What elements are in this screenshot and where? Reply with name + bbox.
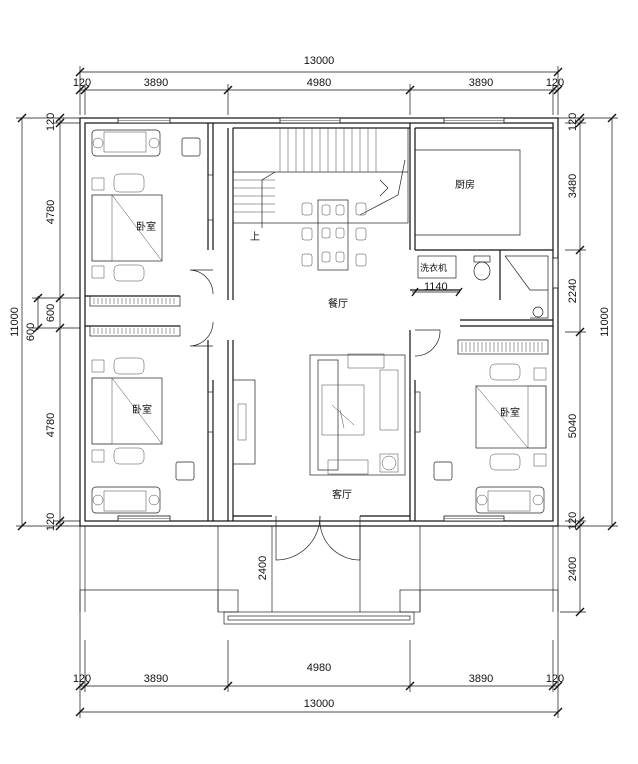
wardrobe-top-left — [207, 174, 214, 221]
wardrobe-right — [414, 391, 421, 433]
left-outer-dim-600: 600 — [25, 323, 37, 341]
right-dim-porch: 2400 — [567, 557, 579, 581]
top-total-dimension: 13000 — [304, 55, 335, 67]
bedroom-bottom-left-label: 卧室 — [132, 403, 152, 416]
top-dim-left-wall: 120 — [73, 77, 91, 89]
front-porch — [79, 526, 559, 625]
top-dim-left-room: 3890 — [144, 77, 168, 89]
sofa-bottom-left — [91, 486, 161, 514]
left-dim-closet: 600 — [45, 304, 57, 322]
bed-top-left — [91, 173, 163, 282]
bathroom-shower — [504, 255, 549, 319]
kitchen-label: 厨房 — [455, 178, 475, 191]
left-dim-lower-bedroom: 4780 — [45, 413, 57, 437]
bottom-total-dimension: 13000 — [304, 698, 335, 710]
bottom-dim-right-room: 3890 — [469, 673, 493, 685]
porch-depth-dimension: 2400 — [257, 556, 269, 580]
left-total-dimension: 11000 — [9, 307, 21, 337]
washer-label: 洗衣机 — [420, 262, 447, 274]
interior-walls — [85, 123, 553, 521]
armchair-top-left — [181, 137, 201, 157]
toilet-icon — [473, 255, 491, 281]
right-total-dimension: 11000 — [599, 307, 611, 337]
living-room-label: 客厅 — [332, 488, 352, 501]
top-dimension-lines — [75, 66, 563, 115]
closet-upper — [89, 295, 181, 307]
left-dim-top-wall: 120 — [45, 113, 57, 131]
stair-up-label: 上 — [250, 231, 260, 243]
main-entrance-door — [275, 515, 361, 561]
left-dimension-lines — [16, 113, 85, 531]
armchair-bottom-left — [175, 461, 195, 481]
dining-table — [301, 199, 367, 271]
top-dim-right-wall: 120 — [546, 77, 564, 89]
exterior-walls — [79, 117, 559, 527]
kitchen-counter — [415, 149, 521, 236]
bottom-dim-center: 4980 — [307, 662, 331, 674]
bottom-dim-right-wall: 120 — [546, 673, 564, 685]
door-right-bedroom — [414, 329, 441, 357]
bedroom-top-left-label: 卧室 — [136, 220, 156, 233]
living-sofa-set — [309, 353, 406, 476]
right-dim-top-wall: 120 — [567, 113, 579, 131]
bottom-dim-left-room: 3890 — [144, 673, 168, 685]
right-dim-bathroom: 2240 — [567, 279, 579, 303]
armchair-right — [433, 461, 453, 481]
right-dim-bedroom: 5040 — [567, 414, 579, 438]
bottom-dim-left-wall: 120 — [73, 673, 91, 685]
left-dim-upper-bedroom: 4780 — [45, 200, 57, 224]
top-dim-center: 4980 — [307, 77, 331, 89]
top-dim-right-room: 3890 — [469, 77, 493, 89]
closet-right — [457, 339, 549, 355]
bed-right — [475, 363, 547, 471]
bedroom-right-label: 卧室 — [500, 406, 520, 419]
sofa-top-left — [91, 129, 161, 157]
door-top-left-bedroom — [189, 269, 214, 295]
laundry-width-dimension: 1140 — [424, 281, 448, 293]
right-dimension-lines — [558, 113, 618, 617]
left-dim-bottom-wall: 120 — [45, 513, 57, 531]
staircase — [232, 127, 409, 228]
right-dim-kitchen: 3480 — [567, 174, 579, 198]
bed-bottom-left — [91, 357, 163, 465]
wardrobe-bottom-left — [207, 391, 214, 433]
tv-cabinet — [232, 379, 256, 465]
closet-lower — [89, 325, 181, 337]
washer-box — [417, 255, 457, 279]
right-dim-bottom-wall: 120 — [567, 512, 579, 530]
door-bottom-left-bedroom — [189, 321, 214, 347]
dining-room-label: 餐厅 — [328, 297, 348, 310]
sofa-right — [475, 486, 545, 514]
